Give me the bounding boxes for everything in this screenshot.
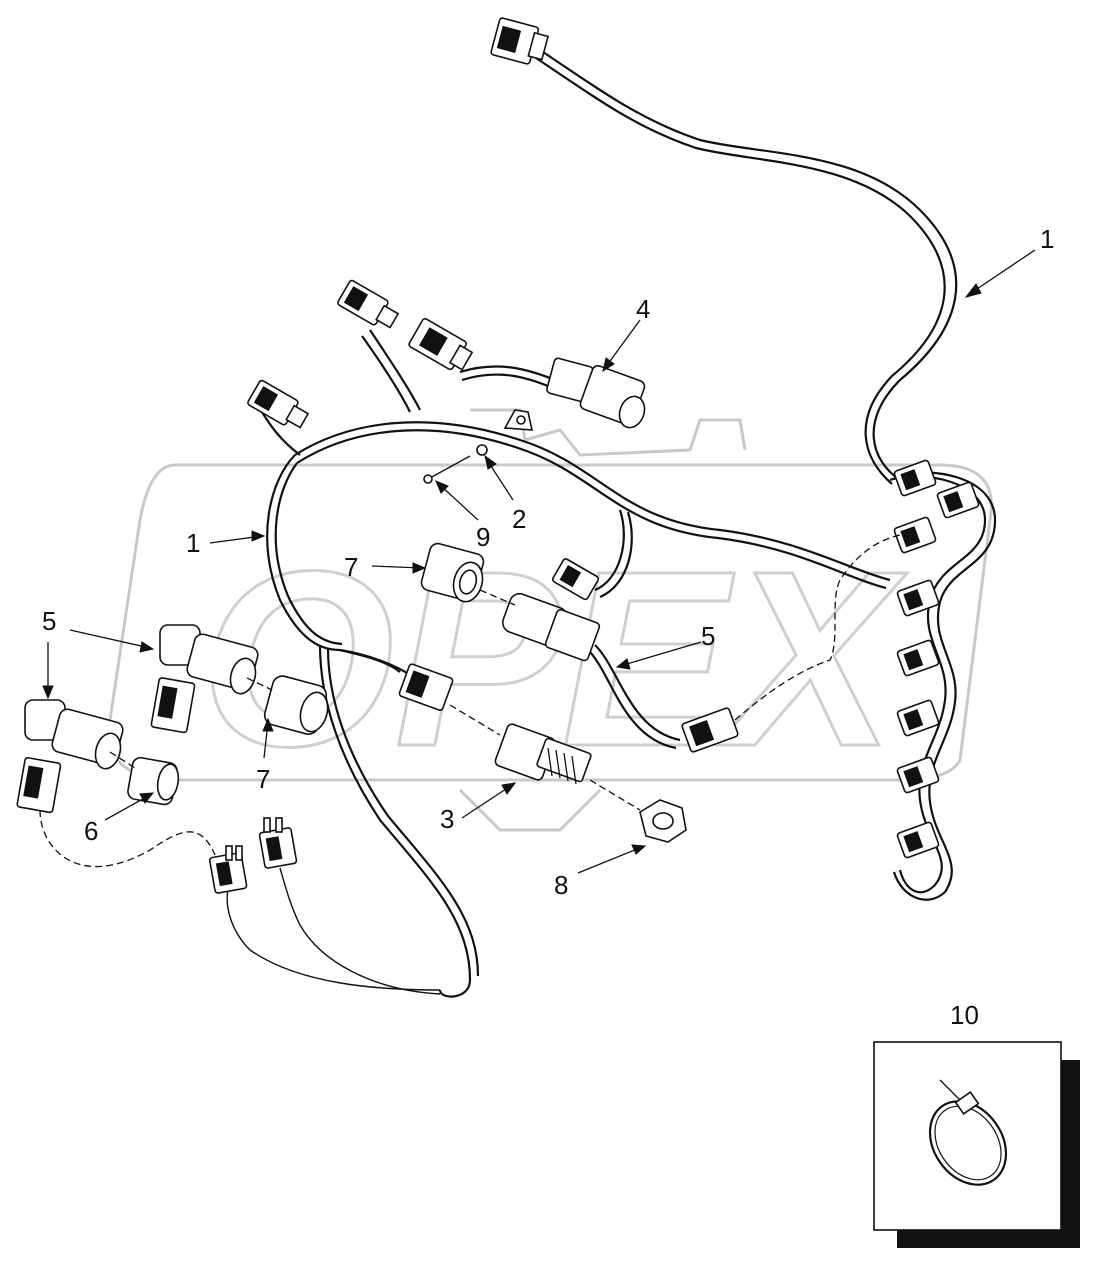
callout-labels: 1 1 2 3 4 5 5 5 6 7 7 8 9 10 — [42, 224, 1054, 1030]
connector-stack-right — [889, 459, 997, 901]
stack-connector-8 — [896, 821, 940, 859]
callout-10: 10 — [950, 1000, 979, 1030]
inset-cable-tie — [873, 1041, 1080, 1248]
callout-5-right: 5 — [701, 621, 715, 651]
stack-connector-5 — [896, 639, 940, 677]
sensor-5-left-lower — [16, 699, 124, 814]
connector-upper-left — [247, 279, 400, 429]
stack-connector-1 — [893, 459, 937, 497]
callout-1-upper: 1 — [1040, 224, 1054, 254]
stack-connector-4 — [896, 579, 940, 617]
dashed-connections — [39, 534, 901, 868]
harness-trunk — [226, 49, 958, 998]
callout-3: 3 — [440, 804, 454, 834]
callout-7-left: 7 — [256, 764, 270, 794]
callout-7-center: 7 — [344, 552, 358, 582]
connector-mid-left — [398, 663, 454, 711]
sleeve-7-left — [263, 675, 329, 735]
sensor-4-assembly — [408, 317, 646, 429]
leader-lines — [42, 249, 1036, 874]
nut-8 — [639, 799, 687, 843]
clip-bracket — [423, 409, 534, 484]
connector-top — [490, 17, 550, 65]
callout-9: 9 — [476, 522, 490, 552]
sleeve-6 — [127, 756, 180, 806]
stack-connector-2 — [936, 481, 980, 519]
callout-5-left: 5 — [42, 606, 56, 636]
connector-center — [551, 558, 600, 601]
sensor-3-assembly — [494, 723, 687, 843]
stack-connector-6 — [896, 699, 940, 737]
sensor-5-left-upper — [150, 624, 259, 734]
callout-8: 8 — [554, 870, 568, 900]
callout-4: 4 — [636, 294, 650, 324]
stack-connector-3 — [893, 516, 937, 554]
sensor-5-center — [420, 542, 739, 753]
stack-connector-7 — [896, 756, 940, 794]
callout-2: 2 — [512, 504, 526, 534]
callout-1-left: 1 — [186, 528, 200, 558]
callout-6: 6 — [84, 816, 98, 846]
connectors-bottom-left — [208, 817, 298, 894]
